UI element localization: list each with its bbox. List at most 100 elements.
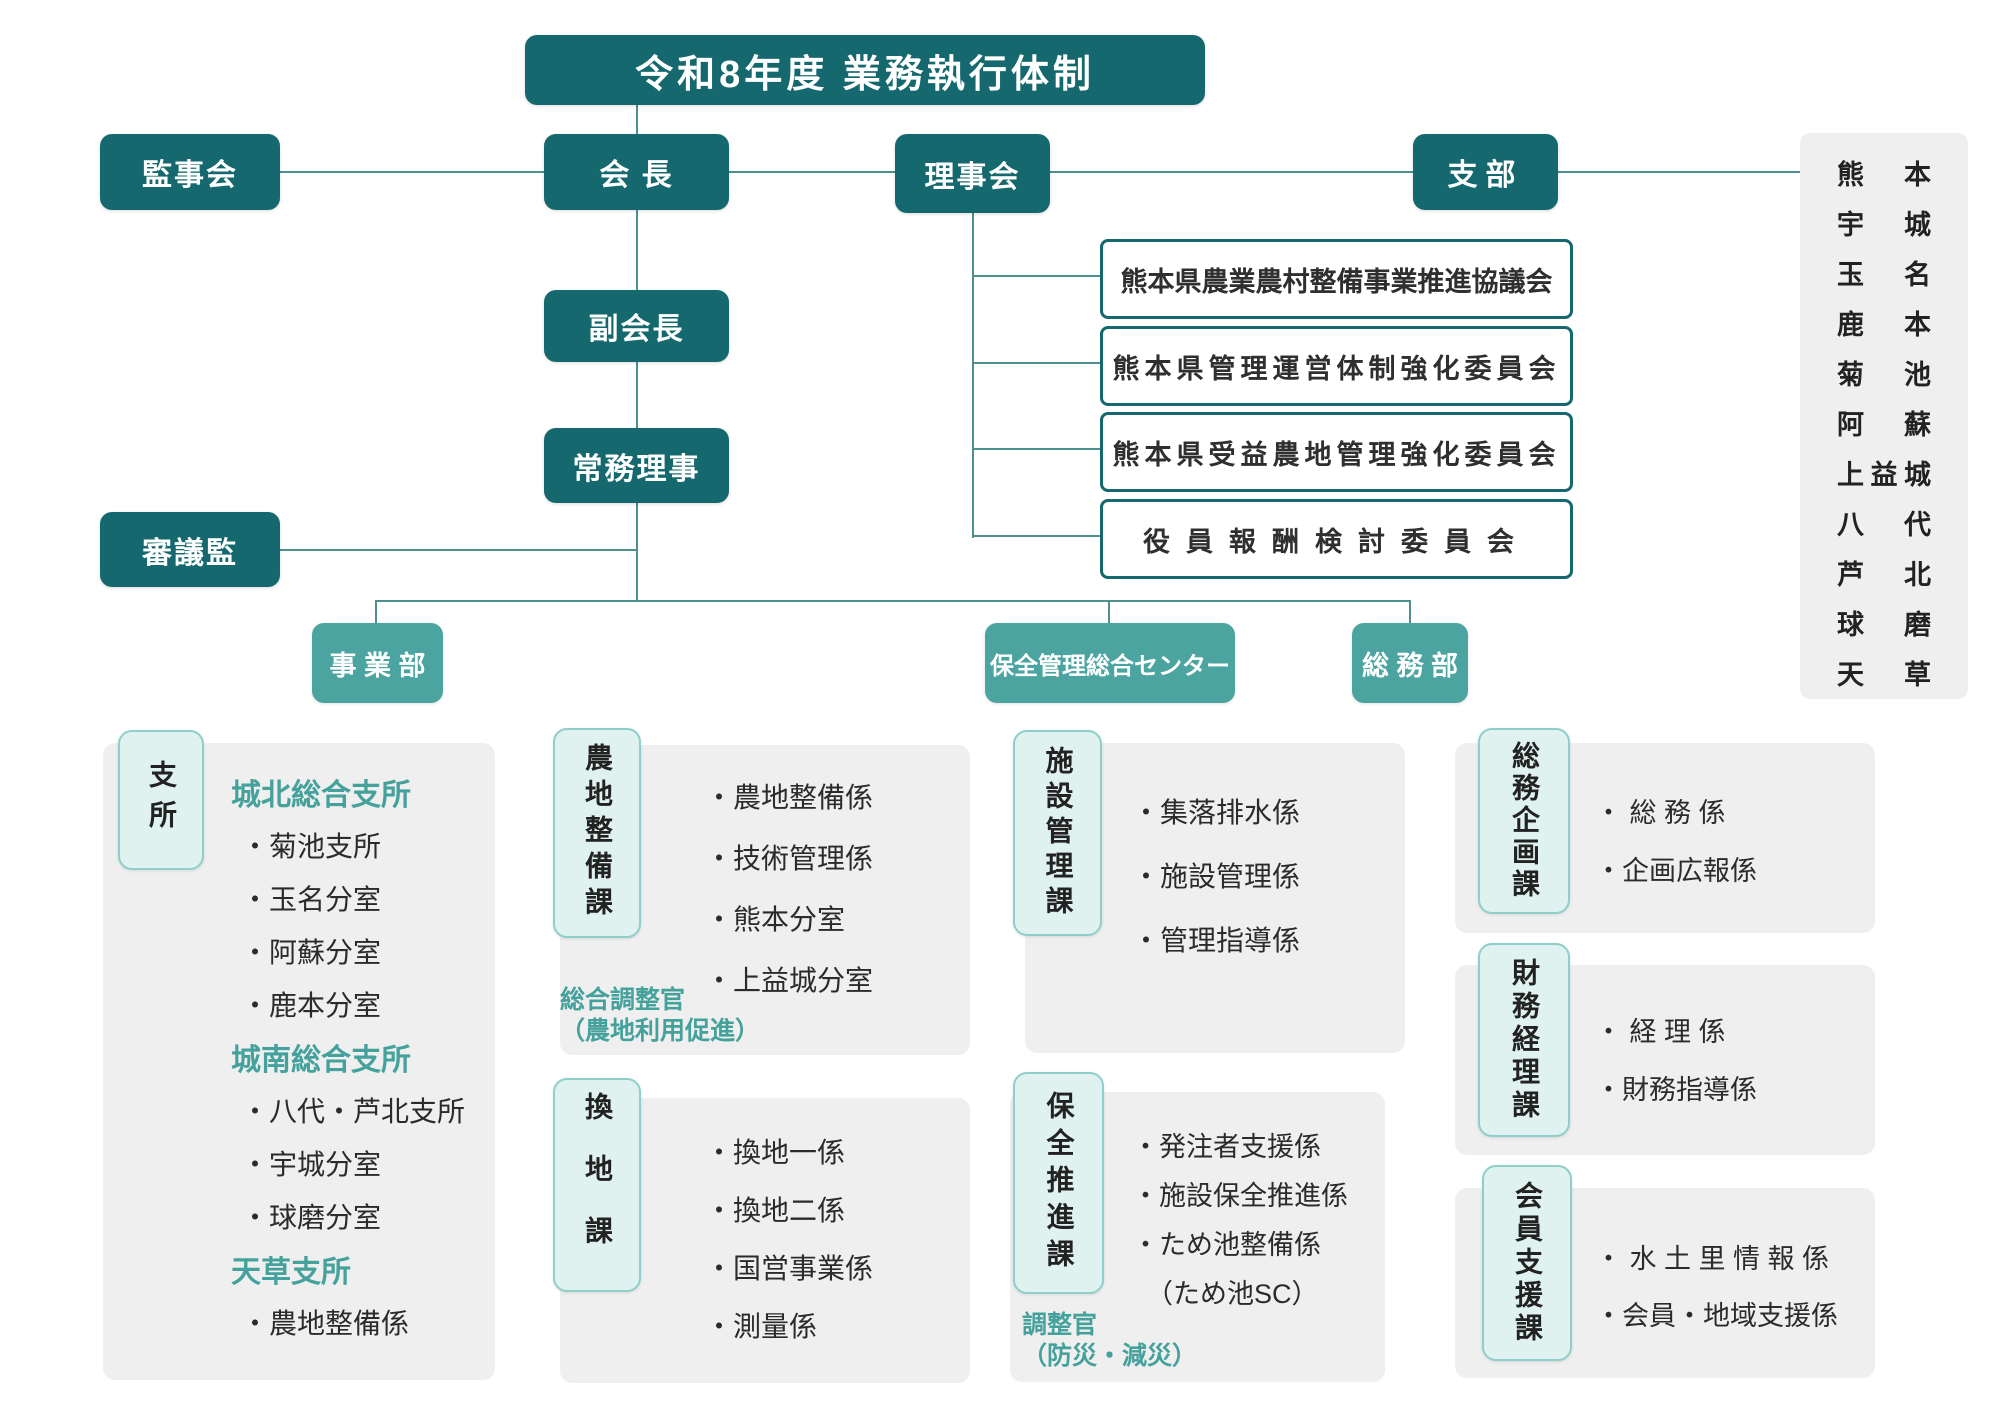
- shisho-item: ・鹿本分室: [241, 989, 382, 1021]
- box-shingikan: 審議監: [100, 512, 280, 587]
- branch-row: 八代: [1800, 497, 1968, 547]
- hozensuishin-item: ・施設保全推進係: [1132, 1181, 1348, 1211]
- branch-name: 球磨: [1837, 609, 1931, 640]
- chart-title: 令和8年度 業務執行体制: [525, 35, 1205, 105]
- line-stub-committee-4: [972, 535, 1100, 537]
- branch-row: 熊本: [1800, 147, 1968, 197]
- line-drop-jigyobu: [375, 600, 377, 623]
- hozensuishin-item: ・ため池整備係: [1132, 1230, 1321, 1260]
- label-somukikaku-text: 総務企画課: [1509, 741, 1540, 901]
- zaimukeiri-item: ・財務指導係: [1595, 1074, 1757, 1105]
- shisho-item: ・阿蘇分室: [241, 936, 382, 968]
- label-somukikaku: 総務企画課: [1478, 728, 1570, 914]
- label-shisho-text: 支所: [146, 760, 177, 840]
- branch-name: 上益城: [1837, 459, 1931, 490]
- line-jomuriji-bar: [636, 503, 638, 602]
- label-kanchi: 換地課: [553, 1078, 641, 1292]
- branch-row: 宇城: [1800, 197, 1968, 247]
- line-department-bar: [375, 600, 1411, 602]
- committee-jueki-nochi: 熊本県受益農地管理強化委員会: [1100, 412, 1573, 492]
- shisetsukanri-item: ・集落排水係: [1132, 797, 1301, 828]
- branch-row: 天草: [1800, 647, 1968, 697]
- box-somubu: 総 務 部: [1352, 623, 1468, 703]
- label-zaimukeiri: 財務経理課: [1478, 943, 1570, 1137]
- kanchi-item: ・測量係: [705, 1311, 818, 1342]
- line-kanjikai-kaicho: [280, 171, 545, 173]
- box-kaicho: 会 長: [544, 134, 729, 210]
- shisho-item: ・八代・芦北支所: [241, 1095, 466, 1127]
- line-rijikai-committees: [972, 213, 974, 538]
- somukikaku-item: ・企画広報係: [1595, 855, 1757, 886]
- label-zaimukeiri-text: 財務経理課: [1509, 957, 1540, 1123]
- label-kaiinshien-text: 会員支援課: [1512, 1180, 1543, 1346]
- branch-row: 玉名: [1800, 247, 1968, 297]
- line-drop-hozen-center: [1108, 600, 1110, 623]
- box-rijikai: 理事会: [895, 134, 1050, 213]
- line-stub-committee-1: [972, 275, 1100, 277]
- kaiinshien-item: ・ 水 土 里 情 報 係: [1595, 1244, 1830, 1274]
- line-stub-committee-3: [972, 448, 1100, 450]
- box-hozen-center: 保全管理総合センター: [985, 623, 1235, 703]
- branch-name: 菊池: [1837, 359, 1931, 390]
- note-line: 総合調整官: [560, 986, 686, 1014]
- line-shibu-branches: [1558, 171, 1800, 173]
- note-line: （防災・減災）: [1022, 1342, 1198, 1370]
- label-hozensuishin: 保全推進課: [1013, 1072, 1104, 1294]
- label-shisho: 支所: [118, 730, 204, 870]
- branch-row: 阿蘇: [1800, 397, 1968, 447]
- nouchiseibi-item: ・熊本分室: [705, 903, 846, 935]
- branch-name: 阿蘇: [1837, 409, 1931, 440]
- nouchiseibi-item: ・上益城分室: [705, 964, 874, 996]
- shisho-item: ・玉名分室: [241, 883, 382, 915]
- shisho-item: ・農地整備係: [241, 1307, 410, 1339]
- nouchiseibi-item: ・農地整備係: [705, 781, 874, 813]
- shisho-item: ・菊池支所: [241, 830, 382, 862]
- kanchi-item: ・国営事業係: [705, 1253, 874, 1284]
- label-kaiinshien: 会員支援課: [1482, 1165, 1572, 1361]
- note-sogo-choseikan: 総合調整官 （農地利用促進）: [560, 985, 890, 1047]
- shisho-item: ・球磨分室: [241, 1201, 382, 1233]
- line-shingikan-trunk: [280, 549, 636, 551]
- nouchiseibi-item: ・技術管理係: [705, 842, 874, 874]
- line-fukukaicho-jomuriji: [636, 362, 638, 428]
- line-rijikai-shibu: [1050, 171, 1413, 173]
- label-nouchiseibi: 農地整備課: [553, 728, 641, 938]
- label-shisetsukanri-text: 施設管理課: [1042, 745, 1074, 921]
- line-kaicho-fukukaicho: [636, 210, 638, 290]
- branch-name: 宇城: [1837, 209, 1931, 240]
- line-drop-somubu: [1409, 600, 1411, 623]
- hozensuishin-item-cont: （ため池SC）: [1146, 1279, 1319, 1309]
- branch-name: 天草: [1837, 659, 1931, 690]
- shisho-heading-jonan: 城南総合支所: [231, 1043, 411, 1077]
- line-kaicho-rijikai: [729, 171, 895, 173]
- box-kanjikai: 監事会: [100, 134, 280, 210]
- note-choseikan: 調整官 （防災・減災）: [1022, 1310, 1322, 1372]
- panel-shisho: 城北総合支所 ・菊池支所 ・玉名分室 ・阿蘇分室 ・鹿本分室 城南総合支所 ・八…: [103, 743, 495, 1380]
- branch-row: 鹿本: [1800, 297, 1968, 347]
- shisho-heading-amakusa: 天草支所: [231, 1255, 351, 1289]
- note-line: （農地利用促進）: [560, 1017, 761, 1045]
- committee-suishin-kyogikai: 熊本県農業農村整備事業推進協議会: [1100, 239, 1573, 319]
- branch-row: 上益城: [1800, 447, 1968, 497]
- kaiinshien-item: ・会員・地域支援係: [1595, 1301, 1838, 1331]
- branch-row: 菊池: [1800, 347, 1968, 397]
- somukikaku-item: ・ 総 務 係: [1595, 797, 1726, 828]
- box-jomuriji: 常務理事: [544, 428, 729, 503]
- shisetsukanri-item: ・施設管理係: [1132, 861, 1301, 892]
- branch-name: 八代: [1837, 509, 1931, 540]
- branch-row: 球磨: [1800, 597, 1968, 647]
- line-title-kaicho: [636, 105, 638, 135]
- committee-yakuin-hoshu: 役員報酬検討委員会: [1100, 499, 1573, 579]
- branch-name: 鹿本: [1837, 309, 1931, 340]
- branch-list-panel: 熊本 宇城 玉名 鹿本 菊池 阿蘇 上益城 八代 芦北 球磨 天草: [1800, 133, 1968, 699]
- branch-name: 熊本: [1837, 159, 1931, 190]
- zaimukeiri-item: ・ 経 理 係: [1595, 1016, 1726, 1047]
- kanchi-item: ・換地二係: [705, 1195, 846, 1226]
- hozensuishin-item: ・発注者支援係: [1132, 1132, 1321, 1162]
- committee-kanri-unei: 熊本県管理運営体制強化委員会: [1100, 326, 1573, 406]
- label-nouchiseibi-text: 農地整備課: [582, 743, 613, 923]
- kanchi-item: ・換地一係: [705, 1137, 846, 1168]
- shisetsukanri-item: ・管理指導係: [1132, 925, 1301, 956]
- label-hozensuishin-text: 保全推進課: [1043, 1090, 1075, 1276]
